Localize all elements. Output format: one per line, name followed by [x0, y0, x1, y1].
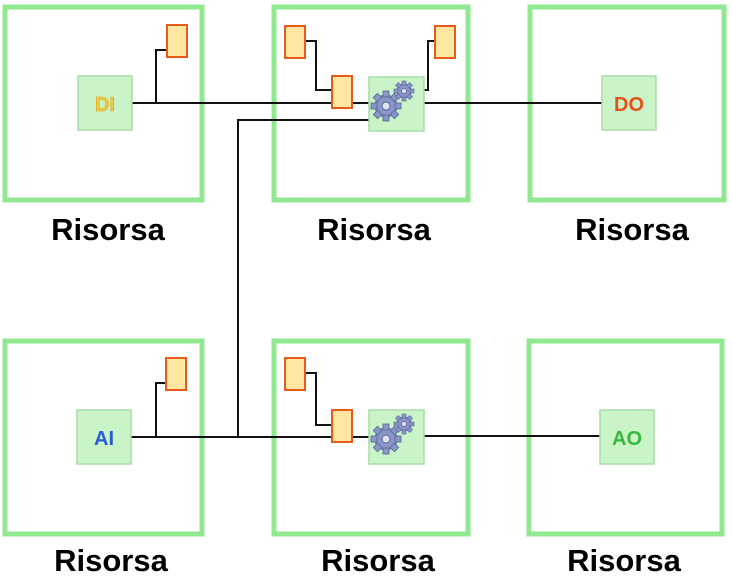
- wire-port-to-port-top: [305, 40, 332, 91]
- node-do: DO: [601, 75, 657, 131]
- node-ai: AI: [76, 409, 132, 465]
- port-di: [166, 24, 188, 58]
- gears-icon: [370, 80, 415, 122]
- resource-frame-bottom-right: [526, 338, 725, 537]
- resource-label-top-middle: Risorsa: [317, 212, 431, 247]
- gears-icon: [370, 413, 415, 455]
- resource-label-top-right: Risorsa: [575, 212, 689, 247]
- resource-label-bottom-middle: Risorsa: [321, 543, 435, 578]
- wire-ai-port: [130, 382, 166, 438]
- wire-port-to-port-bottom: [305, 372, 332, 426]
- node-ai-label: AI: [94, 428, 114, 450]
- resource-label-bottom-right: Risorsa: [567, 543, 681, 578]
- node-process-top: [368, 76, 425, 132]
- node-ao-label: AO: [612, 428, 642, 450]
- port-top-middle-left: [284, 25, 306, 59]
- resource-label-top-left: Risorsa: [51, 212, 165, 247]
- port-top-middle-right: [434, 25, 456, 59]
- node-process-bottom: [368, 409, 425, 465]
- node-ao: AO: [599, 409, 655, 465]
- node-do-label: DO: [614, 94, 644, 116]
- port-bottom-middle-left: [284, 357, 306, 391]
- node-di: DI: [77, 75, 133, 131]
- node-di-label: DI: [95, 94, 115, 116]
- resource-label-bottom-left: Risorsa: [54, 543, 168, 578]
- port-top-middle-in: [331, 75, 353, 109]
- port-bottom-middle-in: [331, 409, 353, 443]
- wire-di-port: [130, 49, 168, 104]
- port-ai: [165, 357, 187, 391]
- wire-vertical-link: [237, 119, 370, 437]
